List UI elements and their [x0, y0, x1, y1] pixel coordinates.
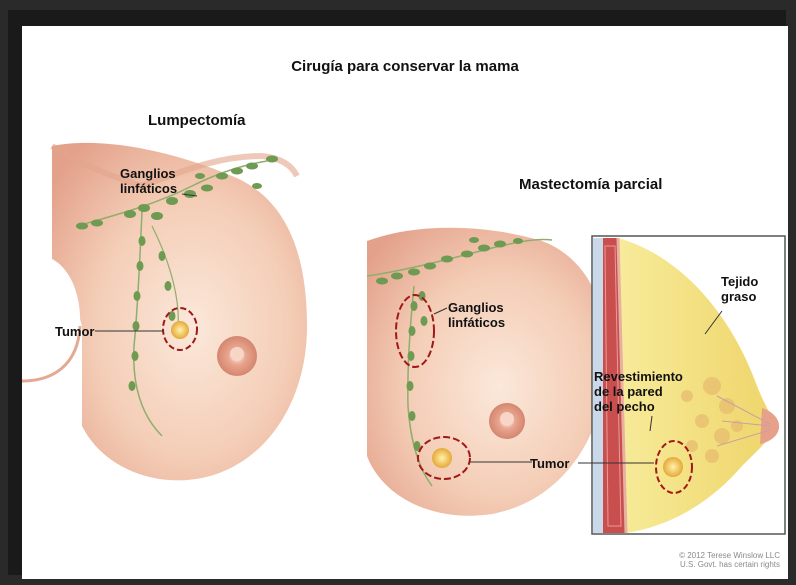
image-frame: Cirugía para conservar la mama Lumpectom…	[8, 10, 786, 575]
right-tumor	[432, 448, 452, 468]
breast-surgery-illustration	[22, 26, 788, 579]
partial-mastectomy-heading: Mastectomía parcial	[519, 176, 662, 193]
left-tumor-label: Tumor	[55, 324, 94, 339]
right-lymph-label: Ganglios linfáticos	[448, 300, 505, 330]
left-lymph-label: Ganglios linfáticos	[120, 166, 177, 196]
inset-tumor	[663, 457, 683, 477]
right-breast-figure	[367, 228, 607, 516]
fatty-tissue-label: Tejido graso	[721, 274, 758, 304]
lumpectomy-heading: Lumpectomía	[148, 112, 246, 129]
right-tumor-label: Tumor	[530, 456, 569, 471]
left-tumor	[171, 321, 189, 339]
chest-wall-lining-label: Revestimiento de la pared del pecho	[594, 369, 683, 414]
page-title: Cirugía para conservar la mama	[22, 58, 788, 75]
copyright-notice: © 2012 Terese Winslow LLC U.S. Govt. has…	[679, 551, 780, 569]
illustration-panel: Cirugía para conservar la mama Lumpectom…	[22, 26, 788, 579]
